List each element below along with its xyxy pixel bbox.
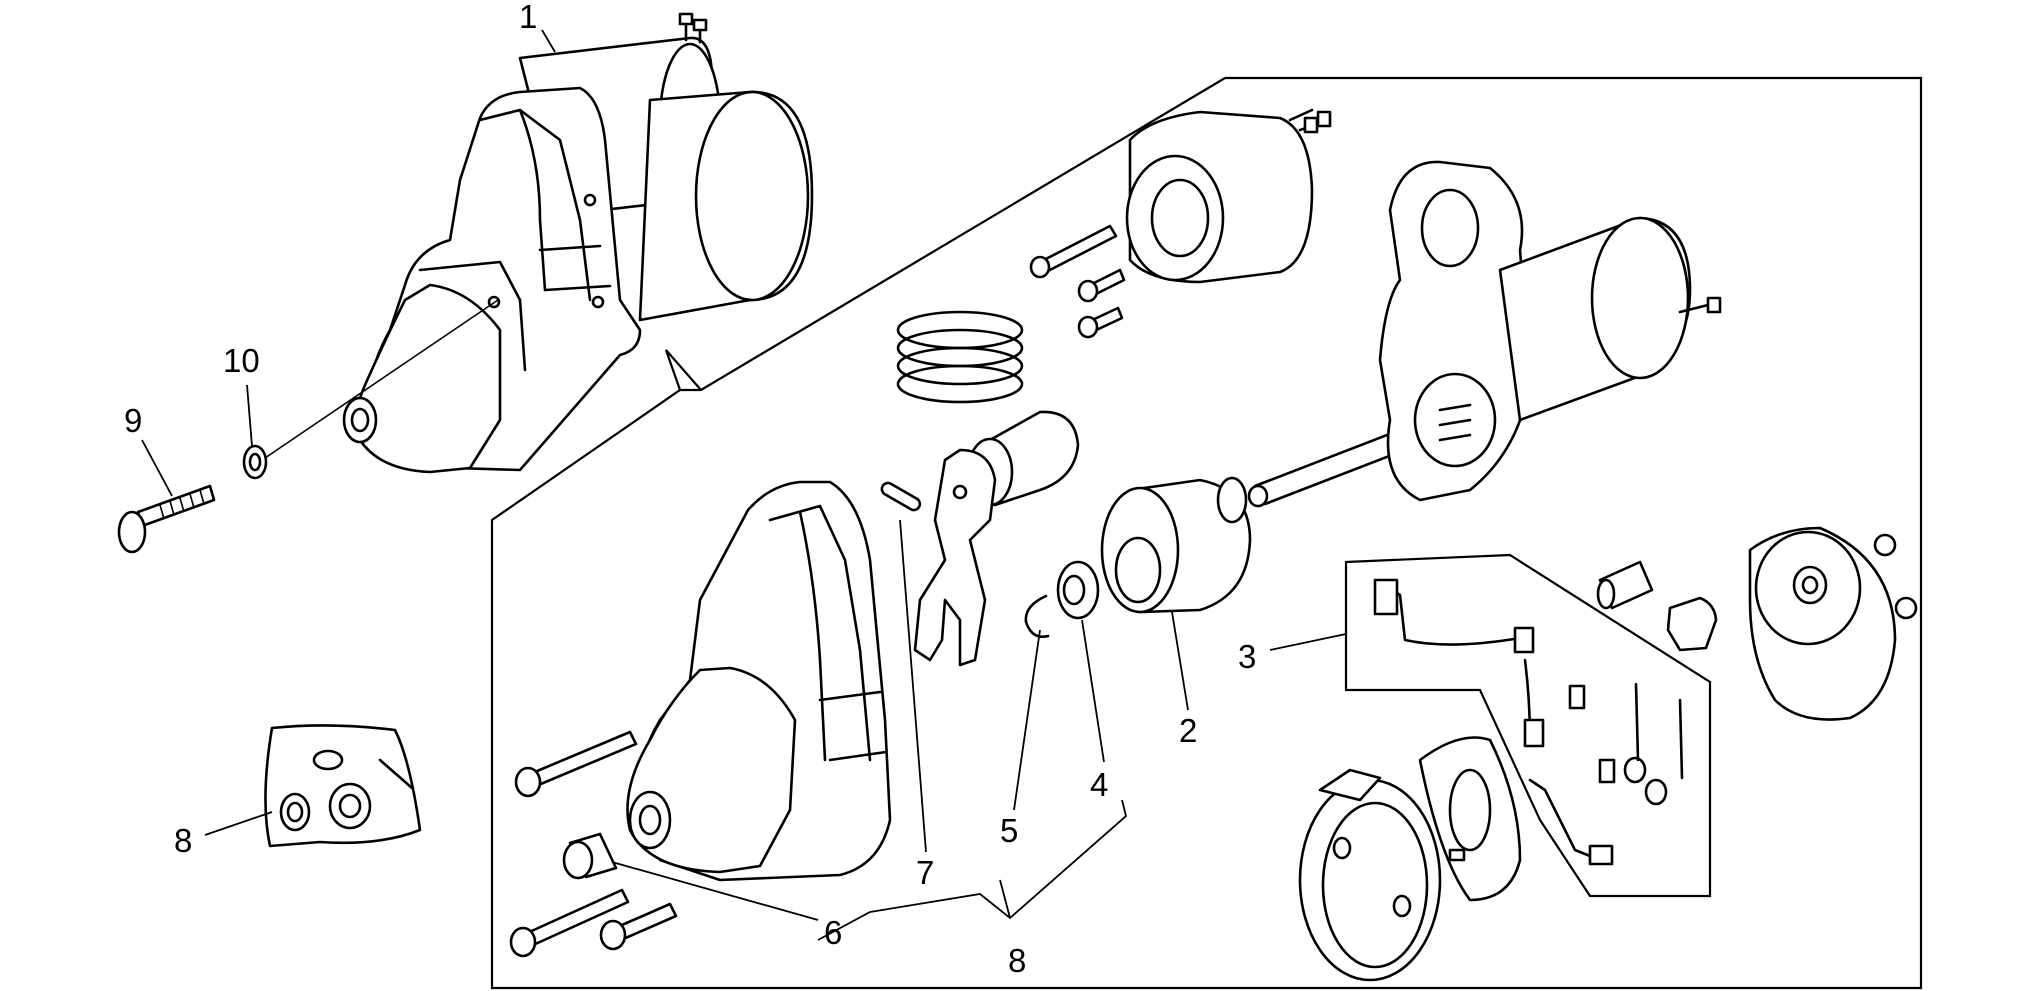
bolt-part-9 (117, 484, 216, 554)
armature-and-motor (1247, 160, 1722, 508)
brush-small-parts (1596, 560, 1718, 652)
frame-pointer (664, 349, 702, 391)
leader-3 (1269, 633, 1347, 651)
leader-8b (817, 799, 1128, 941)
callout-4: 4 (1090, 766, 1108, 803)
spring (896, 310, 1024, 404)
circlip-part-5 (1024, 594, 1050, 638)
repair-kit-part-8 (264, 724, 422, 848)
washer-part-10 (242, 444, 268, 480)
brush-plate-assembly-part-3 (1344, 553, 1712, 902)
callout-6: 6 (824, 914, 842, 951)
callout-8-bottom: 8 (1008, 942, 1026, 979)
callout-5: 5 (1000, 812, 1018, 849)
spacer-part-6 (562, 832, 618, 880)
solenoid (1125, 108, 1332, 284)
leader-6 (611, 861, 819, 921)
leader-7 (899, 519, 927, 853)
collar-part-4 (1056, 560, 1100, 620)
callout-1: 1 (519, 0, 537, 35)
bolt-axis-line (264, 299, 499, 459)
leader-4 (1081, 619, 1105, 763)
drive-end-housing (626, 480, 892, 882)
callout-3: 3 (1238, 638, 1256, 675)
leader-5 (1013, 629, 1041, 811)
pinion-drive-part-2 (1100, 476, 1252, 614)
assembled-starter-motor (342, 12, 814, 474)
leader-8a (204, 811, 273, 836)
callout-2: 2 (1179, 712, 1197, 749)
pin-part-7 (880, 481, 922, 512)
leader-1 (541, 29, 556, 53)
plunger-and-fork (913, 410, 1080, 667)
leader-2 (1171, 611, 1189, 711)
exploded-view-frame (490, 76, 1923, 990)
through-bolts (509, 730, 678, 958)
end-cap (1748, 526, 1918, 721)
brush-holder-ring (1298, 768, 1442, 982)
leader-8b-bracket (999, 879, 1011, 919)
leader-9 (141, 439, 173, 497)
leader-10 (246, 384, 253, 447)
callout-7: 7 (916, 854, 934, 891)
callout-8-left: 8 (174, 822, 192, 859)
callout-9: 9 (124, 402, 142, 439)
callout-10: 10 (223, 342, 260, 379)
solenoid-screws (1029, 224, 1126, 339)
